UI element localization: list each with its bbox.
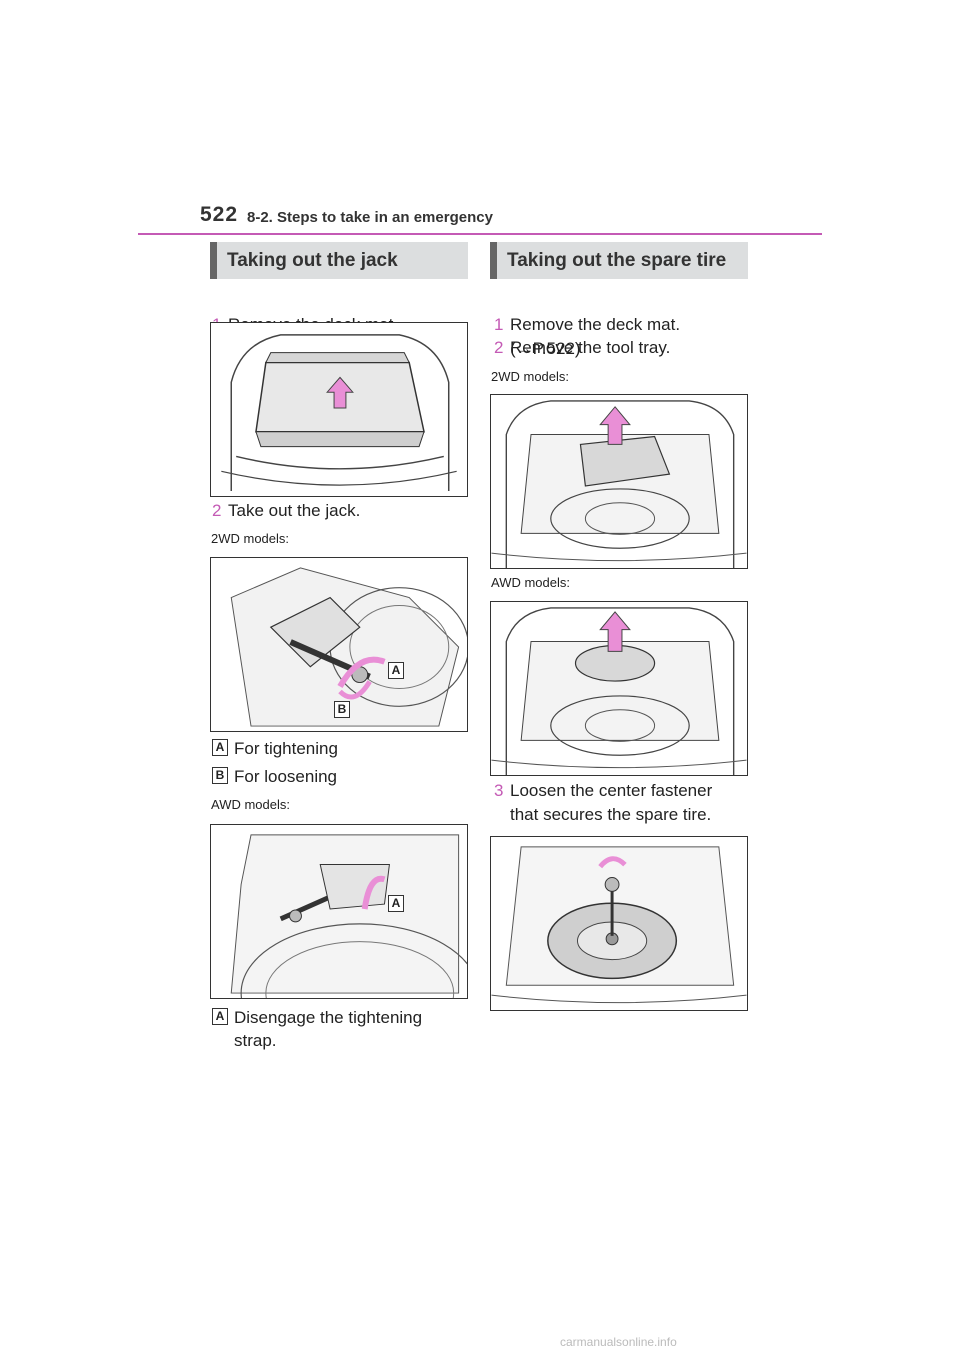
legend-b: B For loosening <box>212 767 337 787</box>
legend-a2-text-line2: strap. <box>234 1031 277 1050</box>
step-text: Remove the deck mat. <box>510 315 681 334</box>
legend-a: A For tightening <box>212 739 338 759</box>
right-step-1: 1 Remove the deck mat. (→P.522) <box>494 313 680 361</box>
tag-a: A <box>212 1008 228 1026</box>
figure-tag-a: A <box>388 662 404 679</box>
left-step-2: 2 Take out the jack. <box>212 499 360 523</box>
jack-awd-illustration <box>230 834 467 998</box>
note-awd-right: AWD models: <box>491 575 570 590</box>
right-step-2: 2 Remove the tool tray. <box>494 336 670 360</box>
jack-2wd-illustration <box>230 567 467 727</box>
step-text-line1: Loosen the center fastener <box>510 781 713 800</box>
header-rule <box>138 233 822 235</box>
page-reference: (→P.522) <box>510 339 581 358</box>
note-2wd-right: 2WD models: <box>491 369 570 384</box>
trunk-deck-mat-illustration <box>221 334 457 492</box>
section-title: 8-2. Steps to take in an emergency <box>247 209 493 226</box>
legend-a-text: For tightening <box>234 739 338 758</box>
heading-taking-out-jack: Taking out the jack <box>210 242 468 279</box>
right-step-3: 3 Loosen the center fastener that secures… <box>494 779 712 827</box>
tag-a: A <box>212 739 228 757</box>
note-2wd-left: 2WD models: <box>211 531 290 546</box>
tool-tray-awd-illustration <box>491 607 747 775</box>
step-number: 1 <box>494 315 504 334</box>
figure-tool-tray-2wd <box>490 394 748 569</box>
figure-tag-b: B <box>334 701 350 718</box>
step-number: 2 <box>212 501 222 520</box>
step-text: Remove the tool tray. <box>510 338 671 357</box>
figure-jack-awd: A <box>210 824 468 999</box>
figure-tool-tray-awd <box>490 601 748 776</box>
figure-spare-tire-fastener <box>490 836 748 1011</box>
figure-tag-a2: A <box>388 895 404 912</box>
spare-tire-fastener-illustration <box>491 846 747 1004</box>
legend-a2-text-line1: Disengage the tightening <box>234 1008 423 1027</box>
step-number: 3 <box>494 781 504 800</box>
figure-jack-2wd: A B <box>210 557 468 732</box>
heading-taking-out-spare-tire: Taking out the spare tire <box>490 242 748 279</box>
legend-b-text: For loosening <box>234 767 338 786</box>
note-awd-left: AWD models: <box>211 797 290 812</box>
figure-deck-mat <box>210 322 468 497</box>
page-number: 522 <box>200 203 239 226</box>
legend-a2: A Disengage the tightening strap. <box>212 1006 422 1052</box>
step-number: 2 <box>494 338 504 357</box>
tag-b: B <box>212 767 228 785</box>
watermark: carmanualsonline.info <box>560 1335 677 1349</box>
step-text-line2: that secures the spare tire. <box>510 805 712 824</box>
tool-tray-2wd-illustration <box>491 400 747 568</box>
step-text: Take out the jack. <box>228 501 361 520</box>
